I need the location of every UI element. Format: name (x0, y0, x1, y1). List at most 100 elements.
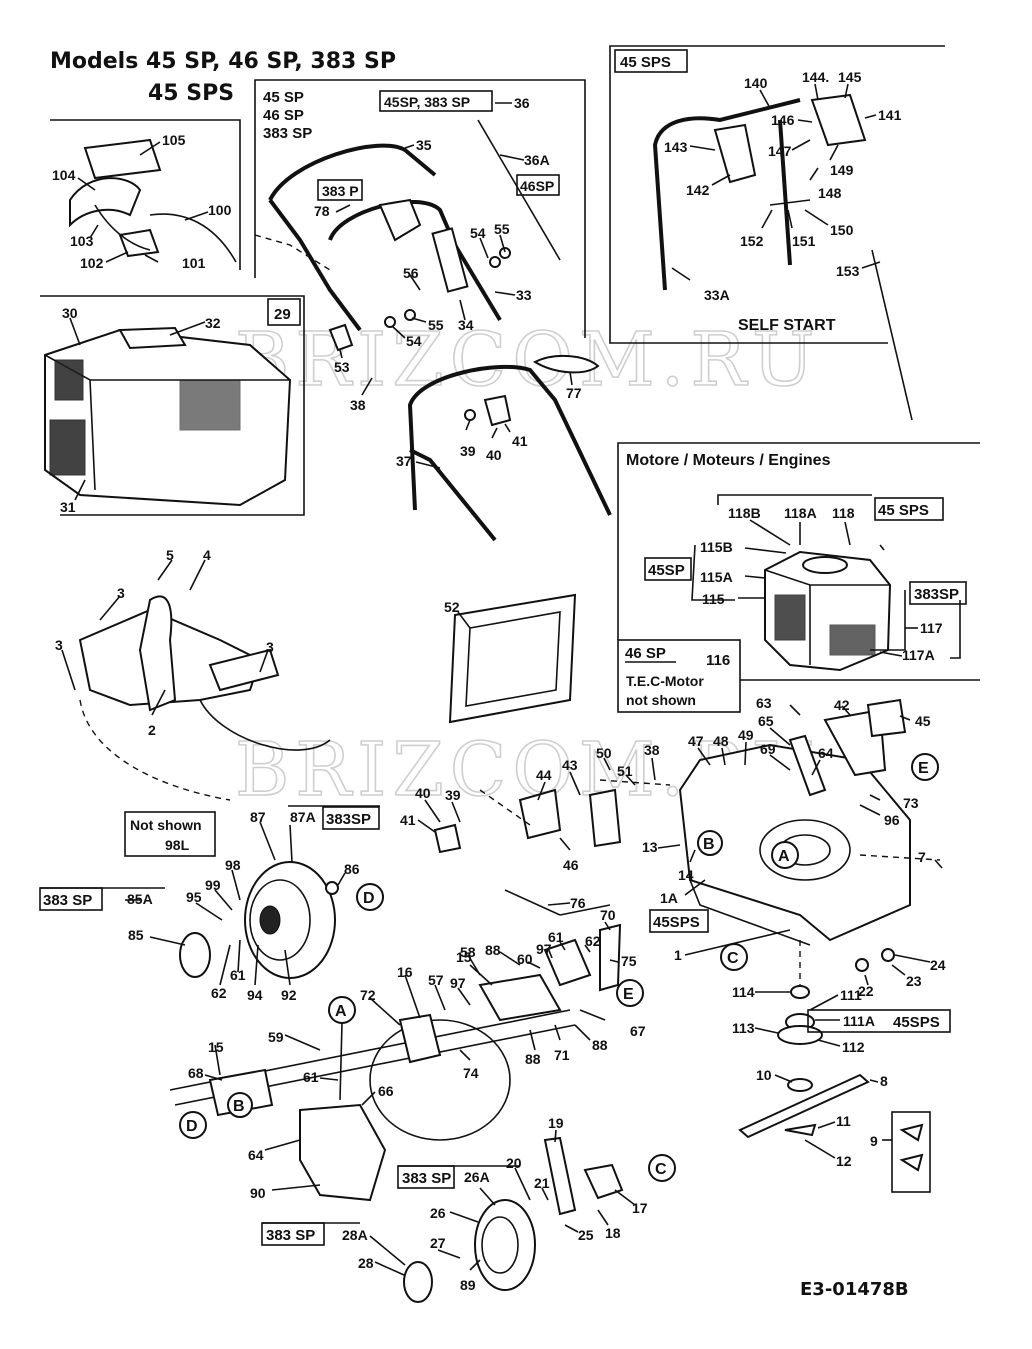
svg-text:3: 3 (55, 637, 63, 653)
watermark: BRIZCOM.RU (235, 317, 820, 403)
c12-callout: 12 (804, 1139, 852, 1169)
svg-text:61: 61 (548, 929, 564, 945)
svg-text:26: 26 (430, 1205, 446, 1221)
c115-callout: 115 (702, 591, 765, 607)
c89-callout: 89 (460, 1259, 481, 1293)
svg-text:4: 4 (203, 547, 211, 563)
svg-text:114: 114 (732, 984, 755, 1000)
svg-text:40: 40 (415, 785, 431, 801)
c100-callout: 100 (184, 202, 232, 221)
svg-text:90: 90 (250, 1185, 266, 1201)
svg-text:72: 72 (360, 987, 376, 1003)
svg-text:30: 30 (62, 305, 78, 321)
svg-text:148: 148 (818, 185, 842, 201)
svg-text:153: 153 (836, 263, 860, 279)
svg-text:100: 100 (208, 202, 232, 218)
c145-callout: 145 (838, 69, 862, 99)
svg-text:9: 9 (870, 1133, 878, 1149)
svg-text:61: 61 (230, 967, 246, 983)
svg-text:36: 36 (514, 95, 530, 111)
svg-text:54: 54 (470, 225, 486, 241)
svg-text:142: 142 (686, 182, 710, 198)
c90-callout: 90 (250, 1184, 321, 1201)
tag-45sps-engine: 45 SPS (878, 502, 929, 519)
svg-text:146: 146 (771, 112, 795, 128)
svg-text:D: D (186, 1118, 198, 1135)
c60-callout: 60 (517, 951, 541, 969)
tag-45sp-engine: 45SP (648, 562, 685, 579)
c21-callout: 21 (534, 1175, 550, 1201)
c114-callout: 114 (732, 984, 790, 1000)
svg-text:68: 68 (188, 1065, 204, 1081)
c88b-callout: 88 (574, 1024, 608, 1053)
svg-text:117A: 117A (902, 647, 935, 663)
upper-handle-detail: 45 SP 46 SP 383 SP 45SP, 383 SP 383 P 46… (254, 79, 600, 401)
svg-text:89: 89 (460, 1277, 476, 1293)
drawing-number: E3-01478B (800, 1279, 909, 1300)
svg-text:21: 21 (534, 1175, 550, 1191)
not-shown-1: Not shown (130, 817, 202, 833)
svg-text:35: 35 (416, 137, 432, 153)
c140-callout: 140 (744, 75, 771, 109)
c69-callout: 69 (760, 741, 791, 771)
models-title: Models 45 SP, 46 SP, 383 SP (50, 49, 396, 74)
svg-text:140: 140 (744, 75, 768, 91)
c16-callout: 16 (397, 964, 421, 1019)
svg-text:64: 64 (818, 745, 834, 761)
ref-D1: D (356, 883, 384, 911)
c55b-callout: 55 (411, 317, 444, 333)
c27-callout: 27 (430, 1235, 461, 1259)
tec-line1: T.E.C-Motor (626, 673, 704, 689)
svg-text:C: C (655, 1161, 667, 1178)
handle-model-1: 45 SP (263, 89, 304, 106)
tag-45sps-box: 45 SPS (620, 54, 671, 71)
svg-text:2: 2 (148, 722, 156, 738)
c112-callout: 112 (817, 1039, 865, 1055)
c5-callout: 5 (157, 547, 174, 581)
c56-callout: 56 (403, 265, 421, 291)
svg-text:112: 112 (842, 1039, 865, 1055)
svg-text:C: C (727, 950, 739, 967)
svg-text:A: A (335, 1003, 347, 1020)
front-wheel: 383 SP 383 SP 19 20 21 17 18 25 26A 26 2… (261, 1115, 648, 1303)
svg-text:41: 41 (512, 433, 528, 449)
rear-wheel: Not shown 98L 383SP 383 SP 87 87A 86 98 … (39, 805, 380, 1003)
c85-callout: 85 (128, 927, 186, 946)
c46-callout: 46 (559, 837, 579, 873)
self-start-detail: 45 SPS SELF START 140 144. 145 141 146 1… (609, 45, 945, 421)
c34-callout: 34 (458, 299, 474, 333)
c41b-callout: 41 (400, 812, 436, 833)
svg-text:1: 1 (674, 947, 682, 963)
svg-text:97: 97 (536, 941, 552, 957)
c32-callout: 32 (169, 315, 221, 336)
c72-callout: 72 (360, 987, 401, 1026)
svg-text:59: 59 (268, 1029, 284, 1045)
svg-text:42: 42 (834, 697, 850, 713)
c40a-callout: 40 (486, 427, 502, 463)
c144-callout: 144. (802, 69, 829, 101)
tag-383sp-engine: 383SP (914, 586, 959, 603)
ref-A1: A (771, 841, 799, 869)
mower-deck: 63 42 45 65 47 48 49 69 64 13 14 73 96 7… (642, 695, 946, 999)
c47-callout: 47 (688, 733, 711, 766)
svg-text:B: B (703, 836, 715, 853)
c53-callout: 53 (334, 349, 350, 375)
rear-flap: 52 (444, 593, 577, 724)
c33-callout: 33 (494, 287, 532, 303)
c50-callout: 50 (596, 745, 612, 771)
c66-callout: 66 (361, 1083, 394, 1106)
c11-callout: 11 (817, 1113, 851, 1129)
svg-text:33A: 33A (704, 287, 730, 303)
svg-text:E: E (918, 760, 929, 777)
ref-E1: E (911, 753, 939, 781)
svg-text:118: 118 (832, 505, 855, 521)
svg-text:3: 3 (266, 639, 274, 655)
c30-callout: 30 (62, 305, 81, 346)
c92-callout: 92 (281, 949, 297, 1003)
c86-callout: 86 (337, 861, 360, 886)
svg-text:69: 69 (760, 741, 776, 757)
svg-text:99: 99 (205, 877, 221, 893)
c64a-callout: 64 (811, 745, 834, 776)
c150-callout: 150 (804, 209, 854, 238)
blade-assembly: 45SPS 114 111 111A 113 112 10 8 11 12 9 (732, 984, 951, 1193)
